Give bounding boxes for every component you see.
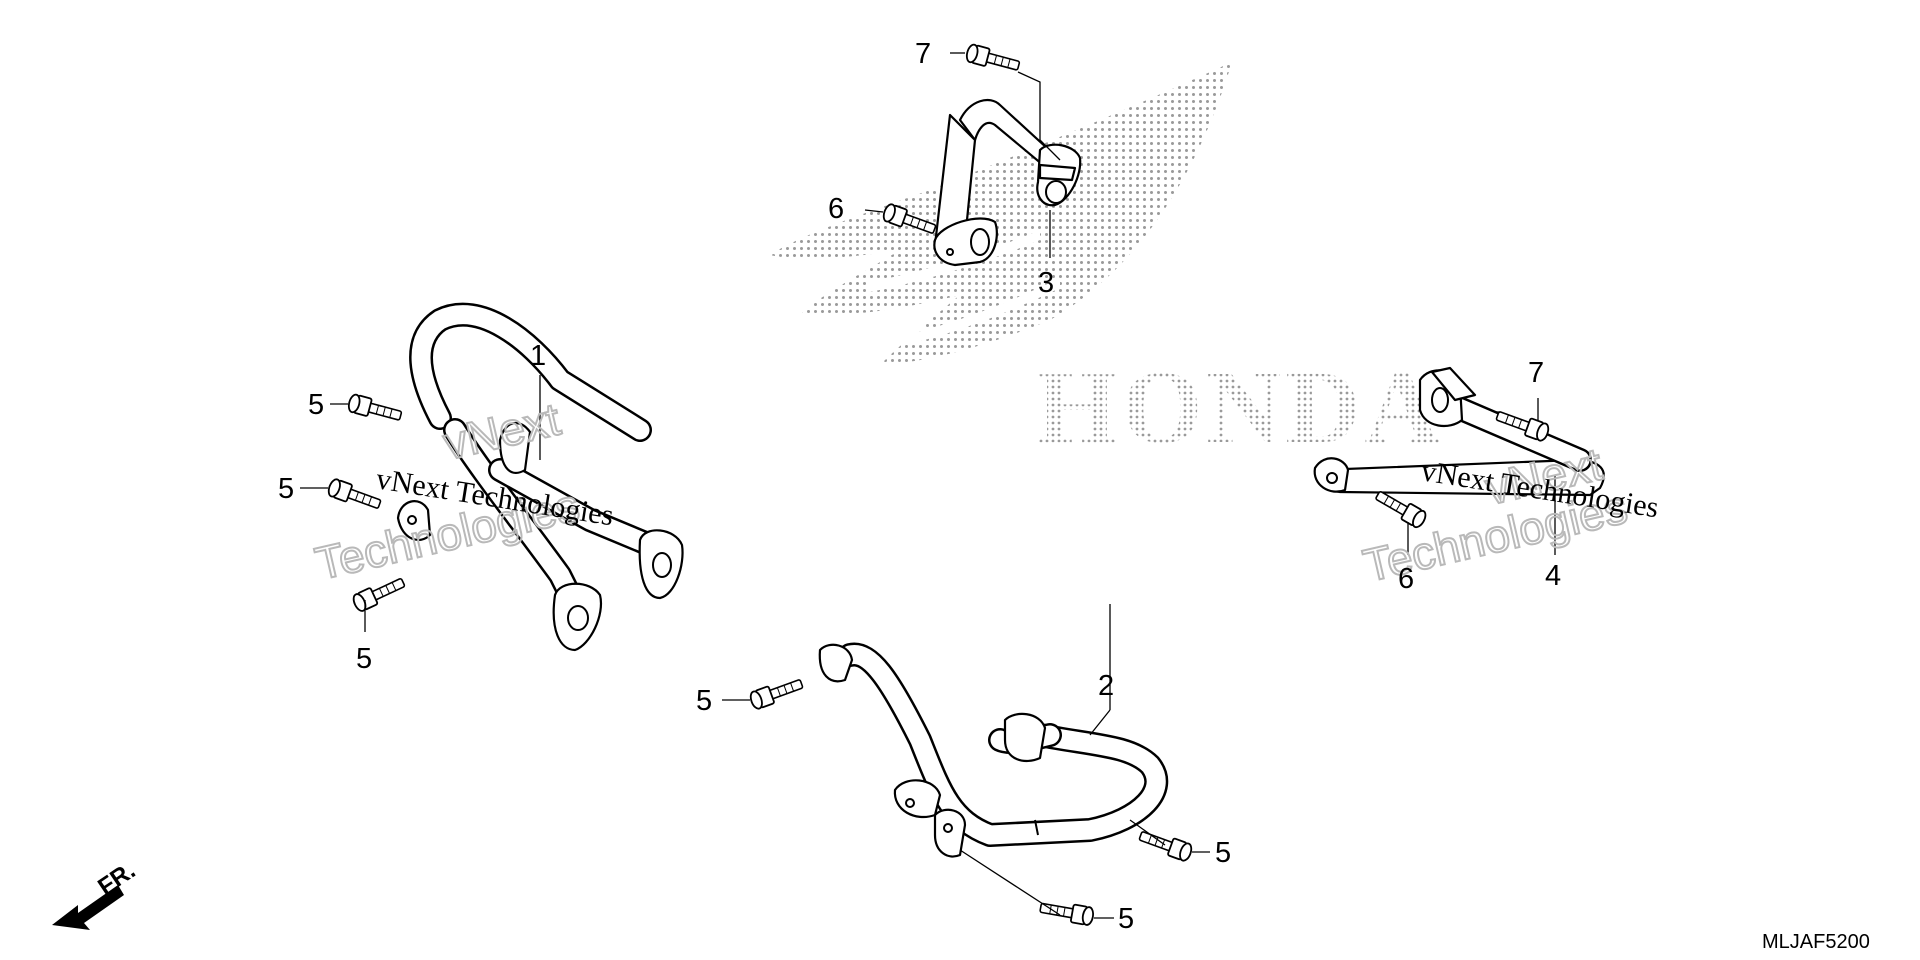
part-3-bracket bbox=[933, 98, 1082, 267]
callout-part-3: 3 bbox=[1038, 267, 1054, 299]
callout-bolt-5: 5 bbox=[356, 643, 372, 675]
front-arrow-icon bbox=[52, 885, 124, 930]
bolt-icon bbox=[964, 42, 1022, 76]
bolt-icon bbox=[346, 392, 404, 426]
callout-bolt-6: 6 bbox=[1398, 563, 1414, 595]
part-4-bracket bbox=[1313, 366, 1605, 497]
honda-logo-text: HONDA bbox=[1036, 350, 1443, 465]
callout-part-4: 4 bbox=[1545, 560, 1561, 592]
callout-part-1: 1 bbox=[530, 340, 546, 372]
callout-bolt-5: 5 bbox=[1215, 837, 1231, 869]
bolt-icon bbox=[747, 674, 806, 712]
callout-bolt-5: 5 bbox=[278, 473, 294, 505]
bolt-icon bbox=[325, 476, 384, 514]
leader-lines bbox=[300, 52, 1556, 919]
callout-bolt-5: 5 bbox=[696, 685, 712, 717]
callout-bolt-5: 5 bbox=[1118, 903, 1134, 935]
part-2-frame bbox=[818, 642, 1169, 858]
callout-bolt-7: 7 bbox=[915, 38, 931, 70]
part-1-frame bbox=[396, 302, 684, 652]
callout-part-2: 2 bbox=[1098, 670, 1114, 702]
callout-bolt-6: 6 bbox=[828, 193, 844, 225]
front-direction-label: FR. bbox=[93, 857, 140, 901]
bolt-icon bbox=[1038, 897, 1096, 927]
bolt-icon bbox=[1136, 826, 1195, 864]
diagram-code: MLJAF5200 bbox=[1762, 931, 1870, 953]
callout-bolt-7: 7 bbox=[1528, 357, 1544, 389]
callout-bolt-5: 5 bbox=[308, 389, 324, 421]
